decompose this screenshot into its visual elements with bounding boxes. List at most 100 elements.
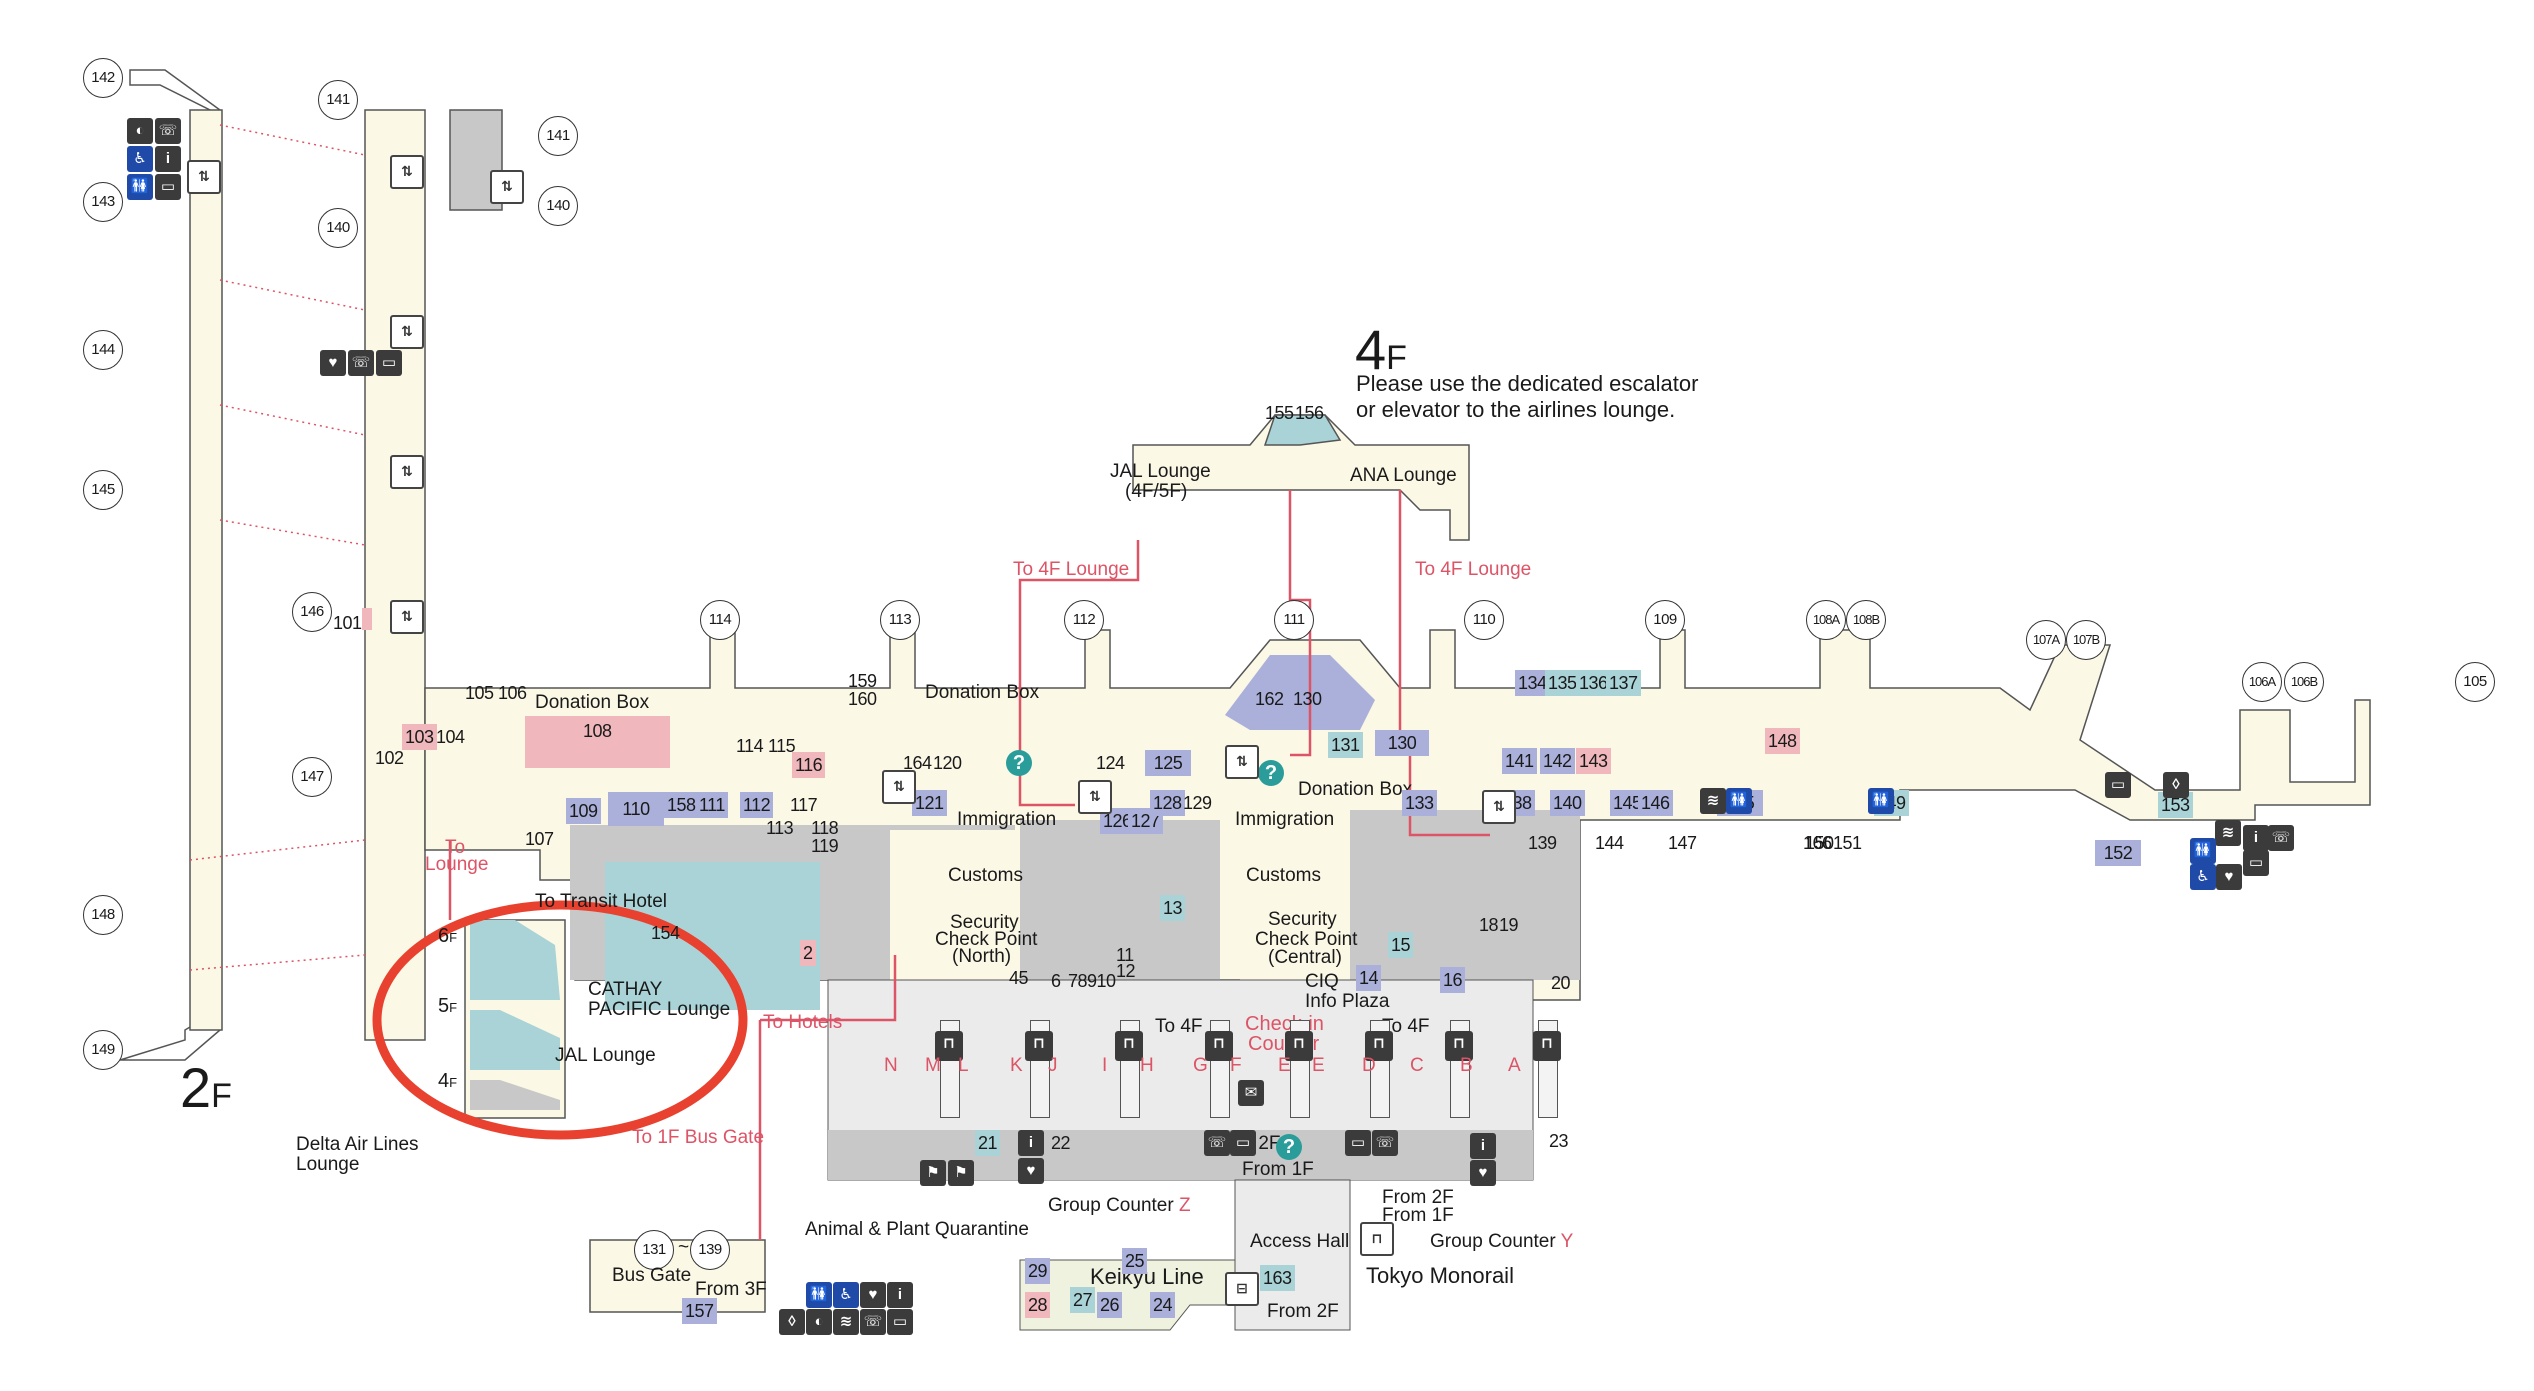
- room-101[interactable]: 101: [333, 613, 362, 633]
- delta-lounge-1[interactable]: Delta Air Lines: [296, 1134, 419, 1155]
- room-27[interactable]: 27: [1070, 1287, 1096, 1313]
- gate-bus-139[interactable]: 139: [690, 1230, 730, 1270]
- gate-140-east[interactable]: 140: [538, 186, 578, 226]
- elevator-icon[interactable]: ⇅: [390, 600, 424, 634]
- room-124[interactable]: 124: [1096, 753, 1125, 773]
- room-156[interactable]: 156: [1295, 403, 1324, 423]
- room-125[interactable]: 125: [1145, 750, 1191, 776]
- room-24[interactable]: 24: [1150, 1292, 1176, 1318]
- check-in-counter-island[interactable]: ⊓: [1285, 1020, 1313, 1118]
- room-115[interactable]: 115: [768, 736, 796, 756]
- gate-143[interactable]: 143: [83, 182, 123, 222]
- room-107[interactable]: 107: [525, 829, 554, 849]
- room-152[interactable]: 152: [2095, 840, 2141, 866]
- room-19[interactable]: 19: [1499, 915, 1519, 935]
- elevator-icon[interactable]: ⇅: [390, 155, 424, 189]
- room-104[interactable]: 104: [436, 727, 465, 747]
- room-159[interactable]: 159: [848, 671, 877, 691]
- monorail-icon[interactable]: ⊓: [1360, 1222, 1394, 1256]
- room-151[interactable]: 151: [1833, 833, 1862, 853]
- room-130-east[interactable]: 130: [1375, 730, 1429, 756]
- gate-107b[interactable]: 107B: [2066, 620, 2106, 660]
- room-142[interactable]: 142: [1540, 748, 1575, 774]
- jal-lounge[interactable]: JAL Lounge: [555, 1045, 656, 1066]
- gate-111[interactable]: 111: [1274, 600, 1314, 640]
- room-6[interactable]: 6: [1051, 971, 1061, 991]
- room-113[interactable]: 113: [766, 818, 794, 838]
- room-131[interactable]: 131: [1328, 732, 1363, 758]
- gate-144[interactable]: 144: [83, 330, 123, 370]
- room-121[interactable]: 121: [912, 790, 947, 816]
- room-164[interactable]: 164: [903, 753, 932, 773]
- room-141[interactable]: 141: [1502, 748, 1537, 774]
- room-119[interactable]: 119: [811, 836, 839, 856]
- gate-146[interactable]: 146: [292, 592, 332, 632]
- question-icon[interactable]: ?: [1006, 750, 1032, 776]
- room-162[interactable]: 162: [1255, 689, 1284, 709]
- room-18[interactable]: 18: [1479, 915, 1499, 935]
- check-in-counter-island[interactable]: ⊓: [1533, 1020, 1561, 1118]
- room-143[interactable]: 143: [1576, 748, 1611, 774]
- check-in-counter-island[interactable]: ⊓: [1365, 1020, 1393, 1118]
- check-in-counter-island[interactable]: ⊓: [1445, 1020, 1473, 1118]
- gate-142[interactable]: 142: [83, 58, 123, 98]
- elevator-icon[interactable]: ⇅: [390, 315, 424, 349]
- room-12[interactable]: 12: [1116, 961, 1136, 981]
- room-15[interactable]: 15: [1388, 932, 1414, 958]
- room-7-10[interactable]: 78910: [1068, 971, 1116, 991]
- jal-lounge-4f5f[interactable]: JAL Lounge: [1110, 461, 1211, 482]
- room-150[interactable]: 150: [1805, 833, 1834, 853]
- gate-147[interactable]: 147: [292, 757, 332, 797]
- cathay-lounge-2[interactable]: PACIFIC Lounge: [588, 999, 731, 1020]
- tokyo-monorail-label[interactable]: Tokyo Monorail: [1366, 1263, 1514, 1288]
- room-129[interactable]: 129: [1183, 793, 1212, 813]
- ana-lounge[interactable]: ANA Lounge: [1350, 465, 1457, 486]
- gate-114[interactable]: 114: [700, 600, 740, 640]
- room-134[interactable]: 134: [1515, 670, 1550, 696]
- room-135[interactable]: 135: [1545, 670, 1580, 696]
- elevator-icon[interactable]: ⇅: [1225, 745, 1259, 779]
- room-163[interactable]: 163: [1260, 1265, 1295, 1291]
- elevator-icon[interactable]: ⇅: [882, 770, 916, 804]
- room-45[interactable]: 45: [1009, 968, 1029, 988]
- room-144[interactable]: 144: [1595, 833, 1624, 853]
- room-109[interactable]: 109: [566, 798, 601, 824]
- check-in-counter-island[interactable]: ⊓: [935, 1020, 963, 1118]
- room-29[interactable]: 29: [1025, 1258, 1051, 1284]
- room-103[interactable]: 103: [402, 724, 437, 750]
- check-in-counter-island[interactable]: ⊓: [1115, 1020, 1143, 1118]
- room-20[interactable]: 20: [1551, 973, 1571, 993]
- room-118[interactable]: 118: [811, 818, 839, 838]
- gate-149[interactable]: 149: [83, 1030, 123, 1070]
- room-14[interactable]: 14: [1356, 965, 1382, 991]
- elevator-icon[interactable]: ⇅: [187, 160, 221, 194]
- elevator-icon[interactable]: ⇅: [490, 170, 524, 204]
- room-148[interactable]: 148: [1765, 728, 1800, 754]
- elevator-icon[interactable]: ⇅: [390, 455, 424, 489]
- cathay-lounge-1[interactable]: CATHAY: [588, 979, 663, 1000]
- gate-107a[interactable]: 107A: [2026, 620, 2066, 660]
- gate-106b[interactable]: 106B: [2284, 662, 2324, 702]
- gate-141-east[interactable]: 141: [538, 116, 578, 156]
- gate-140-west[interactable]: 140: [318, 208, 358, 248]
- room-154[interactable]: 154: [651, 923, 680, 943]
- delta-lounge-2[interactable]: Lounge: [296, 1154, 360, 1175]
- gate-141-west[interactable]: 141: [318, 80, 358, 120]
- room-147[interactable]: 147: [1668, 833, 1697, 853]
- gate-109[interactable]: 109: [1645, 600, 1685, 640]
- room-133[interactable]: 133: [1402, 790, 1437, 816]
- room-111[interactable]: 111: [696, 792, 728, 818]
- room-146[interactable]: 146: [1638, 790, 1673, 816]
- elevator-icon[interactable]: ⇅: [1482, 790, 1516, 824]
- room-117[interactable]: 117: [790, 795, 818, 815]
- room-11[interactable]: 11: [1116, 945, 1134, 965]
- gate-105[interactable]: 105: [2455, 662, 2495, 702]
- room-139[interactable]: 139: [1528, 833, 1557, 853]
- gate-148[interactable]: 148: [83, 895, 123, 935]
- room-112[interactable]: 112: [740, 792, 774, 818]
- gate-bus-131[interactable]: 131: [634, 1230, 674, 1270]
- room-140[interactable]: 140: [1550, 790, 1585, 816]
- room-120[interactable]: 120: [933, 753, 962, 773]
- room-136[interactable]: 136: [1576, 670, 1611, 696]
- room-155[interactable]: 155: [1265, 403, 1294, 423]
